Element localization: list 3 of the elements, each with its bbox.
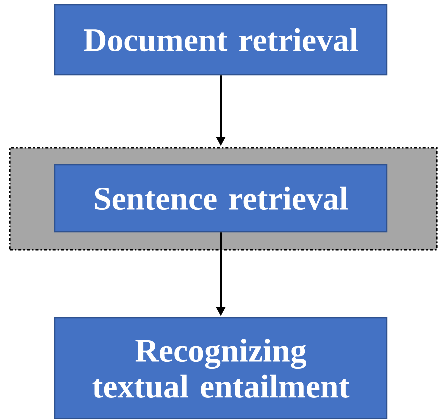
process-box: Document retrieval <box>54 4 388 76</box>
process-box: Recognizing textual entailment <box>54 317 388 419</box>
process-box: Sentence retrieval <box>54 164 388 233</box>
